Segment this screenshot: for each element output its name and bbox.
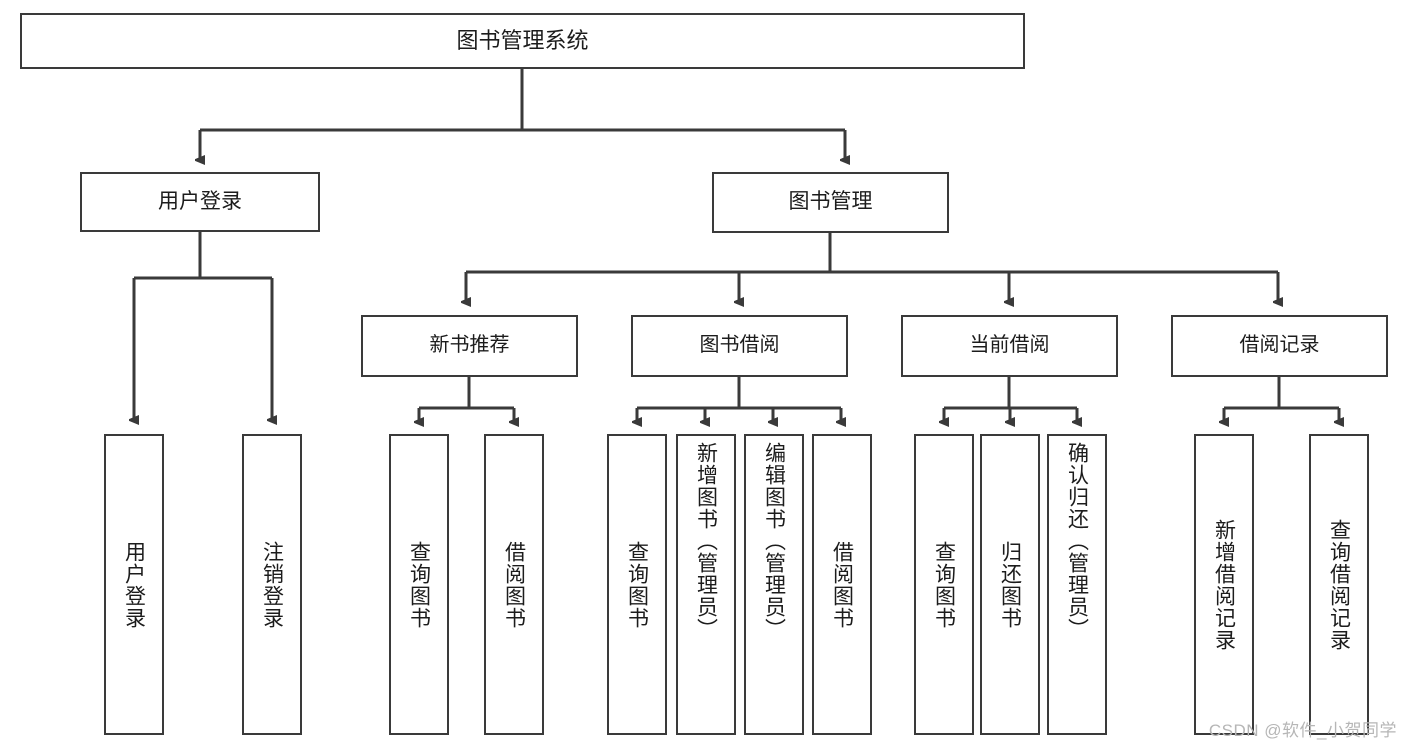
node-leaf-confirm-return[interactable]: 确认归还（管理员）	[1047, 434, 1107, 735]
node-leaf-query-book-1-label: 查询图书	[407, 540, 431, 629]
node-leaf-query-book-2[interactable]: 查询图书	[607, 434, 667, 735]
node-user-login-label: 用户登录	[158, 189, 242, 213]
node-leaf-user-login[interactable]: 用户登录	[104, 434, 164, 735]
node-leaf-add-book-label: 新增图书（管理员）	[694, 442, 718, 640]
node-book-borrow-label: 图书借阅	[699, 334, 780, 357]
node-leaf-edit-book-label: 编辑图书（管理员）	[762, 442, 786, 640]
node-leaf-query-record-label: 查询借阅记录	[1327, 518, 1351, 651]
node-leaf-query-book-2-label: 查询图书	[625, 540, 649, 629]
node-leaf-add-book[interactable]: 新增图书（管理员）	[676, 434, 736, 735]
node-book-manage[interactable]: 图书管理	[712, 172, 949, 233]
node-leaf-query-book-3-label: 查询图书	[932, 540, 956, 629]
node-root-label: 图书管理系统	[456, 28, 589, 54]
node-leaf-query-record[interactable]: 查询借阅记录	[1309, 434, 1369, 735]
node-leaf-edit-book[interactable]: 编辑图书（管理员）	[744, 434, 804, 735]
node-leaf-return-book[interactable]: 归还图书	[980, 434, 1040, 735]
node-current-borrow-label: 当前借阅	[969, 334, 1050, 357]
node-user-login[interactable]: 用户登录	[80, 172, 320, 232]
node-leaf-borrow-book-1-label: 借阅图书	[502, 540, 526, 629]
node-leaf-return-book-label: 归还图书	[998, 540, 1022, 629]
node-borrow-record[interactable]: 借阅记录	[1171, 315, 1388, 377]
node-book-borrow[interactable]: 图书借阅	[631, 315, 848, 377]
node-leaf-user-login-label: 用户登录	[122, 540, 146, 629]
watermark: CSDN @软件_小贺同学	[1208, 721, 1397, 740]
node-current-borrow[interactable]: 当前借阅	[901, 315, 1118, 377]
node-borrow-record-label: 借阅记录	[1239, 334, 1320, 357]
node-leaf-borrow-book-1[interactable]: 借阅图书	[484, 434, 544, 735]
node-leaf-logout-label: 注销登录	[260, 540, 284, 629]
node-book-manage-label: 图书管理	[788, 190, 873, 214]
node-leaf-borrow-book-2-label: 借阅图书	[830, 540, 854, 629]
node-leaf-add-record-label: 新增借阅记录	[1212, 518, 1236, 651]
node-leaf-query-book-1[interactable]: 查询图书	[389, 434, 449, 735]
node-leaf-borrow-book-2[interactable]: 借阅图书	[812, 434, 872, 735]
node-root[interactable]: 图书管理系统	[20, 13, 1025, 69]
node-leaf-logout[interactable]: 注销登录	[242, 434, 302, 735]
node-leaf-add-record[interactable]: 新增借阅记录	[1194, 434, 1254, 735]
node-new-book-rec[interactable]: 新书推荐	[361, 315, 578, 377]
node-new-book-rec-label: 新书推荐	[429, 334, 510, 357]
node-leaf-query-book-3[interactable]: 查询图书	[914, 434, 974, 735]
node-leaf-confirm-return-label: 确认归还（管理员）	[1065, 442, 1089, 640]
